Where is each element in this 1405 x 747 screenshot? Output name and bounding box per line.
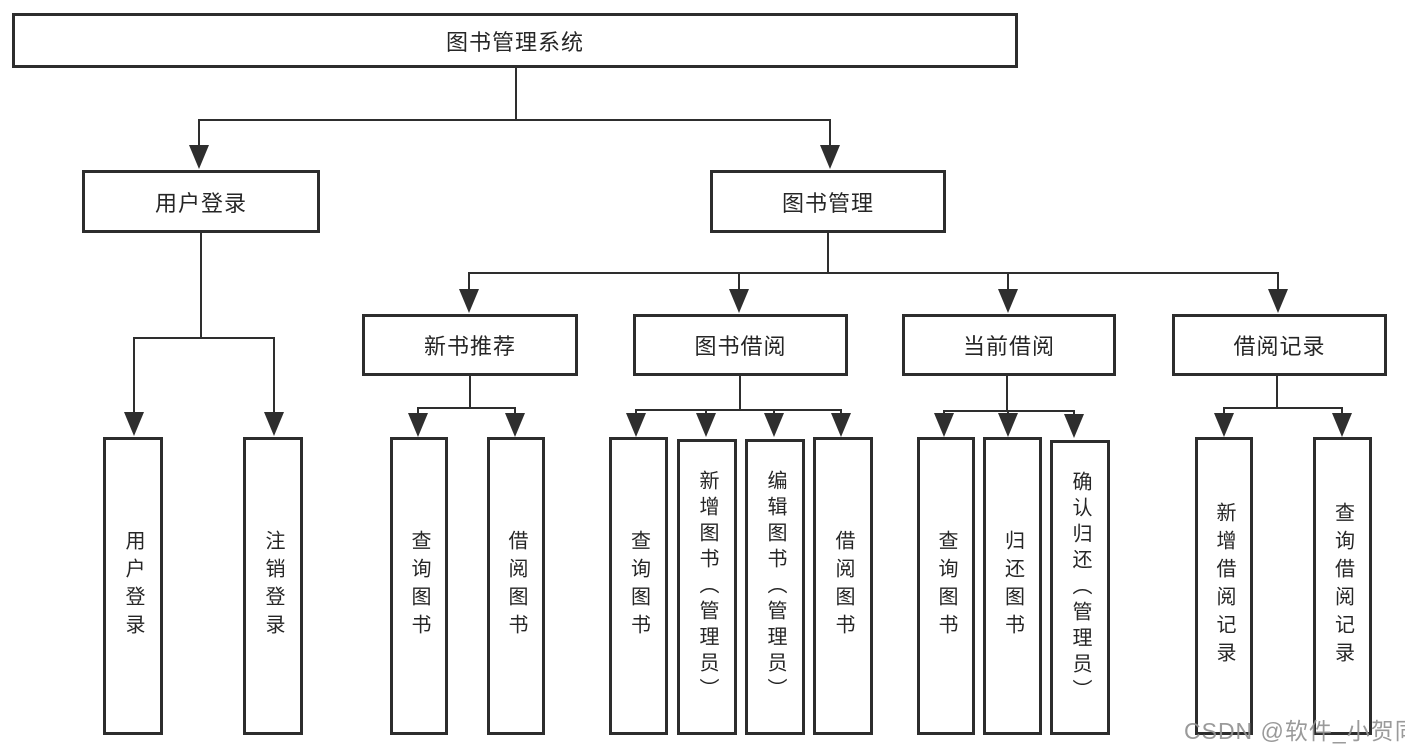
- node-label: 用户登录: [122, 530, 144, 642]
- connector-bus: [417, 407, 516, 409]
- leaf-return-book: 归还图书: [983, 437, 1042, 735]
- arrowhead-icon: [1268, 289, 1288, 313]
- node-label: 图书管理: [781, 190, 874, 216]
- arrowhead-icon: [264, 412, 284, 436]
- node-label: 新增借阅记录: [1213, 502, 1235, 670]
- leaf-add-book-admin: 新增图书（管理员）: [677, 439, 737, 735]
- leaf-user-login: 用户登录: [103, 437, 163, 735]
- node-label: 注销登录: [262, 530, 284, 642]
- arrowhead-icon: [820, 145, 840, 169]
- connector-drop: [1223, 407, 1225, 415]
- arrowhead-icon: [1332, 413, 1352, 437]
- connector-bus: [635, 409, 841, 411]
- leaf-borrow-book-2: 借阅图书: [813, 437, 873, 735]
- node-label: 图书借阅: [694, 334, 787, 359]
- leaf-logout: 注销登录: [243, 437, 303, 735]
- arrowhead-icon: [124, 412, 144, 436]
- arrowhead-icon: [1214, 413, 1234, 437]
- arrowhead-icon: [729, 289, 749, 313]
- leaf-query-book-2: 查询图书: [609, 437, 668, 735]
- connector-drop: [635, 409, 637, 415]
- connector-drop: [773, 409, 775, 415]
- node-book-management-module: 图书管理: [710, 170, 946, 233]
- arrowhead-icon: [189, 145, 209, 169]
- node-label: 确认归还（管理员）: [1069, 470, 1091, 705]
- node-label: 借阅记录: [1233, 334, 1326, 359]
- leaf-query-borrow-record: 查询借阅记录: [1313, 437, 1372, 735]
- arrowhead-icon: [1064, 414, 1084, 438]
- leaf-query-book-1: 查询图书: [390, 437, 448, 735]
- leaf-edit-book-admin: 编辑图书（管理员）: [745, 439, 805, 735]
- node-label: 查询图书: [627, 530, 650, 642]
- arrowhead-icon: [408, 413, 428, 437]
- connector-drop: [198, 119, 200, 146]
- arrowhead-icon: [626, 413, 646, 437]
- connector-drop: [738, 272, 740, 291]
- node-label: 新增图书（管理员）: [696, 470, 718, 704]
- connector-stem: [827, 233, 829, 274]
- connector-stem: [739, 376, 741, 409]
- connector-drop: [273, 337, 275, 413]
- connector-drop: [133, 337, 135, 413]
- node-current-borrow: 当前借阅: [902, 314, 1116, 376]
- connector-stem: [469, 376, 471, 407]
- connector-bus: [943, 410, 1075, 412]
- arrowhead-icon: [934, 413, 954, 437]
- connector-drop: [829, 119, 831, 146]
- connector-drop: [468, 272, 470, 291]
- arrowhead-icon: [696, 413, 716, 437]
- node-label: 编辑图书（管理员）: [764, 470, 786, 704]
- connector-drop: [705, 409, 707, 415]
- node-root-system: 图书管理系统: [12, 13, 1018, 68]
- node-label: 借阅图书: [505, 530, 527, 642]
- connector-drop: [1341, 407, 1343, 415]
- node-user-login-module: 用户登录: [82, 170, 320, 233]
- node-label: 归还图书: [1001, 530, 1024, 642]
- connector-bus: [1223, 407, 1343, 409]
- connector-drop: [417, 407, 419, 415]
- connector-drop: [943, 410, 945, 415]
- connector-root-bus: [198, 119, 831, 121]
- connector-drop: [1007, 272, 1009, 291]
- node-label: 查询图书: [408, 530, 430, 642]
- leaf-query-book-3: 查询图书: [917, 437, 975, 735]
- arrowhead-icon: [764, 413, 784, 437]
- leaf-borrow-book-1: 借阅图书: [487, 437, 545, 735]
- connector-drop: [1073, 410, 1075, 415]
- leaf-confirm-return-admin: 确认归还（管理员）: [1050, 440, 1110, 735]
- connector-drop: [840, 409, 842, 415]
- connector-stem: [1006, 376, 1008, 410]
- connector-drop: [514, 407, 516, 415]
- connector-stem: [200, 233, 202, 337]
- connector-drop: [1007, 410, 1009, 415]
- node-borrow-record: 借阅记录: [1172, 314, 1387, 376]
- arrowhead-icon: [998, 289, 1018, 313]
- arrowhead-icon: [459, 289, 479, 313]
- node-label: 查询借阅记录: [1331, 502, 1354, 670]
- node-label: 图书管理系统: [445, 29, 584, 55]
- connector-drop: [1277, 272, 1279, 291]
- connector-root-stem: [515, 68, 517, 121]
- node-new-book-recommend: 新书推荐: [362, 314, 578, 376]
- connector-bus: [468, 272, 1279, 274]
- node-label: 当前借阅: [962, 334, 1055, 359]
- arrowhead-icon: [505, 413, 525, 437]
- arrowhead-icon: [998, 413, 1018, 437]
- node-label: 查询图书: [935, 530, 957, 642]
- node-label: 用户登录: [154, 190, 247, 216]
- arrowhead-icon: [831, 413, 851, 437]
- csdn-watermark: CSDN @软件_小贺同学: [1184, 718, 1405, 744]
- node-label: 新书推荐: [423, 334, 516, 359]
- connector-stem: [1276, 376, 1278, 407]
- leaf-add-borrow-record: 新增借阅记录: [1195, 437, 1253, 735]
- node-label: 借阅图书: [832, 530, 854, 642]
- connector-bus: [133, 337, 275, 339]
- node-book-borrow: 图书借阅: [633, 314, 848, 376]
